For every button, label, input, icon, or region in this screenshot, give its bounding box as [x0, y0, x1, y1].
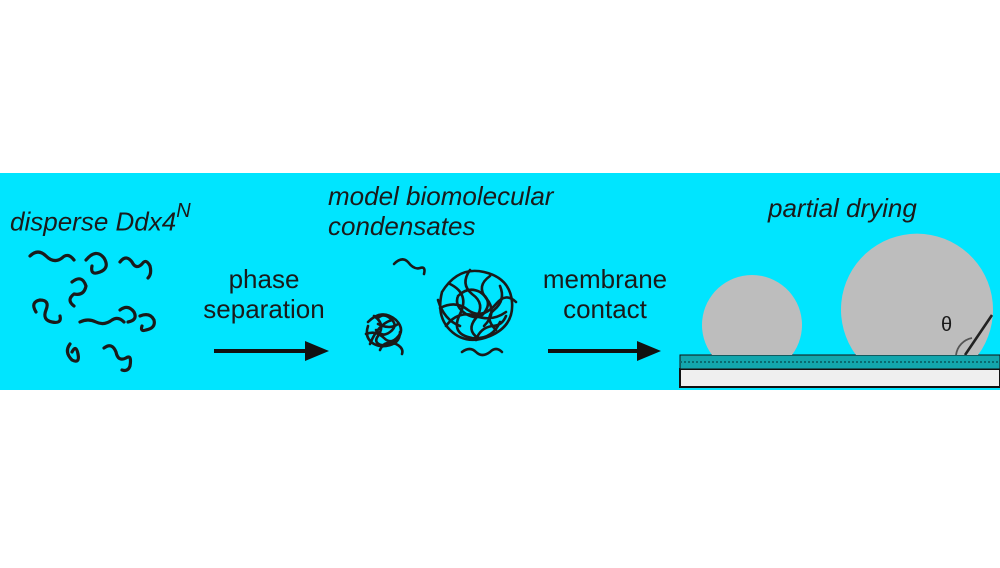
label-membrane-line1: membrane [542, 264, 668, 294]
chain [118, 256, 153, 280]
label-disperse-ddx4: disperse Ddx4N [10, 200, 191, 237]
large-condensate [436, 268, 518, 342]
label-partial-drying: partial drying [768, 193, 917, 223]
label-membrane-contact: membrane contact [532, 264, 678, 324]
label-phase-line1: phase [228, 264, 300, 294]
small-condensate [364, 313, 404, 356]
label-model-line1: model biomolecular [328, 181, 554, 211]
right-arrow-icon [214, 341, 329, 361]
contact-angle-marker [955, 314, 994, 356]
large-droplet [841, 233, 993, 355]
chain [32, 298, 62, 324]
membrane-assembly [679, 354, 1000, 388]
label-model-condensates: model biomolecular condensates [328, 181, 553, 241]
label-phase-separation: phase separation [196, 264, 332, 324]
chain [138, 313, 156, 333]
chain [78, 316, 126, 326]
chain [68, 277, 88, 308]
cyan-band [0, 173, 1000, 390]
label-disperse-text: disperse Ddx4 [10, 206, 177, 237]
condensates [364, 258, 518, 357]
label-disperse-superscript: N [176, 200, 191, 222]
chain [84, 251, 108, 275]
small-droplet [701, 275, 802, 355]
label-model-line2: condensates [328, 211, 476, 241]
chain [65, 342, 80, 363]
chain [118, 305, 137, 324]
chain [102, 344, 133, 373]
free-chain [460, 347, 504, 357]
chain [28, 250, 76, 263]
right-arrow-icon [548, 341, 661, 361]
label-phase-line2: separation [203, 294, 325, 324]
disperse-chains [28, 250, 156, 373]
free-chain [392, 258, 426, 276]
label-membrane-line2: contact [563, 294, 647, 324]
substrate [679, 368, 1000, 388]
label-theta: θ [941, 314, 953, 336]
